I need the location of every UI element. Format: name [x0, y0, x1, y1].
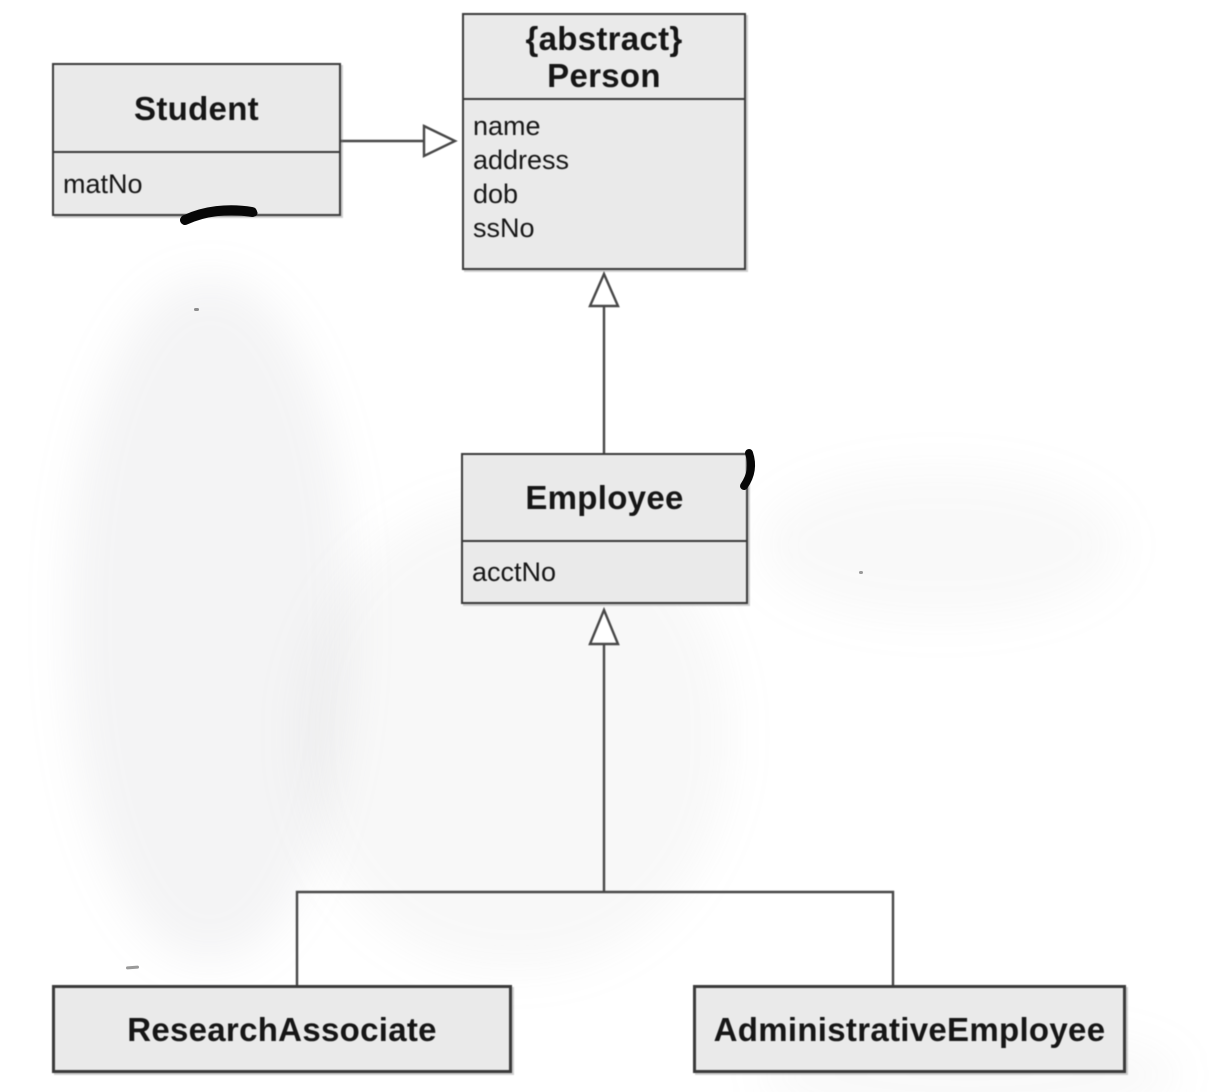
class-box-research-associate: ResearchAssociate — [52, 985, 512, 1073]
scan-smudge — [70, 280, 350, 960]
class-name: Student — [54, 65, 339, 153]
generalization-arrow-subclasses-employee — [295, 606, 895, 985]
generalization-arrow-student-person — [340, 124, 458, 158]
class-attribute: address — [473, 145, 570, 175]
class-name: ResearchAssociate — [127, 1010, 437, 1048]
class-attribute: ssNo — [473, 213, 535, 243]
class-name: Person — [547, 56, 661, 94]
class-attribute: name — [473, 111, 541, 141]
class-box-administrative-employee: AdministrativeEmployee — [693, 985, 1126, 1073]
class-box-employee: Employee acctNo — [461, 453, 748, 604]
class-box-person: {abstract} Person name address dob ssNo — [462, 13, 746, 270]
class-box-student: Student matNo — [52, 63, 341, 216]
class-attribute: acctNo — [472, 557, 557, 587]
class-attribute: dob — [473, 179, 519, 209]
scan-speck — [194, 308, 199, 311]
generalization-arrow-employee-person — [588, 271, 620, 453]
class-stereotype: {abstract} — [525, 19, 683, 57]
scan-smudge — [760, 470, 1120, 620]
scan-speck — [859, 571, 863, 574]
class-name: Employee — [463, 455, 746, 542]
class-attribute: matNo — [63, 168, 143, 199]
class-name: AdministrativeEmployee — [713, 1010, 1106, 1048]
